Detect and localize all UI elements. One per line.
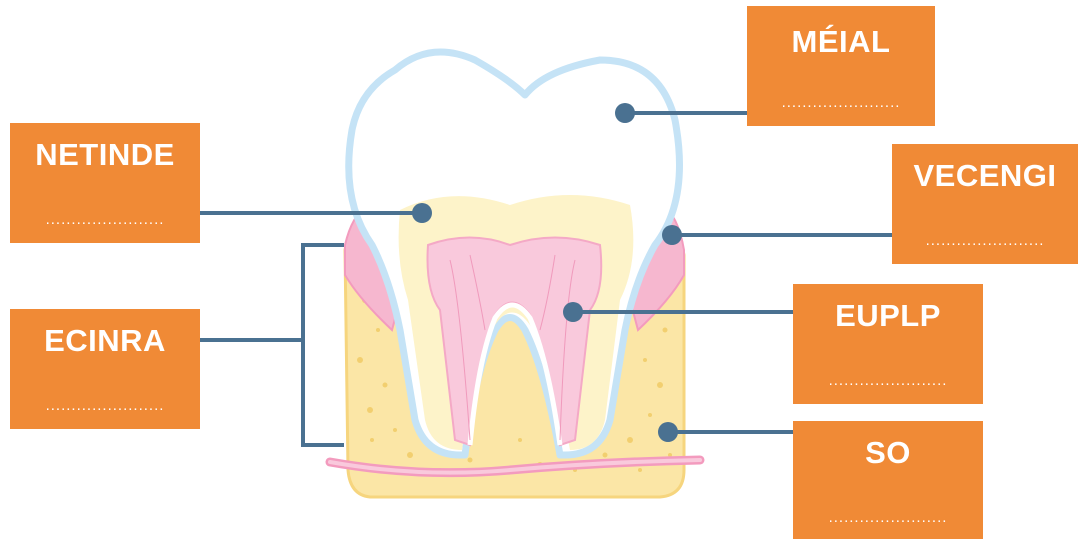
label-dentin-blank[interactable]: ....................... [10,211,200,228]
label-root-blank[interactable]: ....................... [10,397,200,414]
gum-pointer [662,225,682,245]
label-pulp-blank[interactable]: ....................... [793,372,983,389]
pulp-pointer [563,302,583,322]
label-email-word: MÉIAL [747,24,935,60]
label-bone: SO ....................... [793,421,983,539]
label-pulp-word: EUPLP [793,298,983,334]
label-root-word: ECINRA [10,323,200,359]
dentin-pointer [412,203,432,223]
label-dentin-word: NETINDE [10,137,200,173]
label-root: ECINRA ....................... [10,309,200,429]
label-dentin: NETINDE ....................... [10,123,200,243]
email-pointer [615,103,635,123]
label-gum: VECENGI ....................... [892,144,1078,264]
label-email: MÉIAL ....................... [747,6,935,126]
label-email-blank[interactable]: ....................... [747,94,935,111]
label-bone-word: SO [793,435,983,471]
bone-pointer [658,422,678,442]
label-gum-word: VECENGI [892,158,1078,194]
label-bone-blank[interactable]: ....................... [793,509,983,526]
label-gum-blank[interactable]: ....................... [892,232,1078,249]
label-pulp: EUPLP ....................... [793,284,983,404]
